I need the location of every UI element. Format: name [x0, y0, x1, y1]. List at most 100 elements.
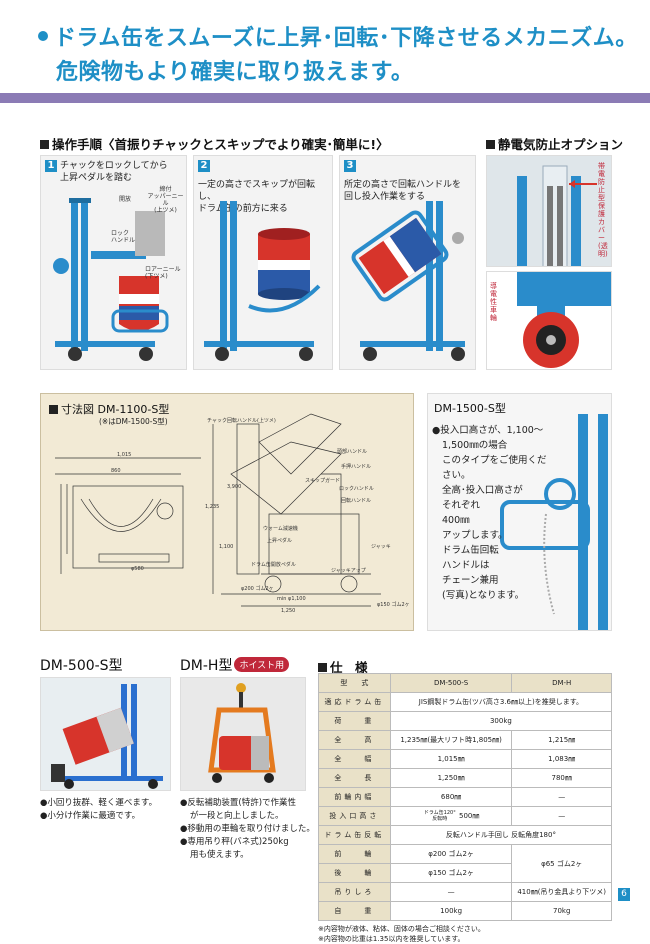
step-3-caption: 3所定の高さで回転ハンドルを回し投入作業をする — [344, 160, 462, 202]
dimension-drawing — [55, 413, 381, 607]
dmh-feature: ●移動用の車輪を取り付けました。 — [180, 824, 315, 834]
spec-header: DM-500-S — [389, 673, 513, 693]
spec-value: φ200 ゴム2ヶ — [389, 844, 513, 864]
drum-lifter-step-1-illustration — [53, 198, 169, 361]
step-number: 2 — [198, 160, 210, 172]
spec-label: 全 高 — [318, 730, 391, 750]
dim-turn: min φ1,100 — [277, 596, 306, 602]
dmh-photo — [180, 677, 306, 791]
dmh-feature: 用も使えます。 — [190, 850, 249, 860]
dmh-feature: が一段と向上しました。 — [190, 811, 284, 821]
spec-header-row: 型 式 DM-500-S DM-H — [318, 673, 612, 693]
step-number: 3 — [344, 160, 356, 172]
spec-value: 300kg — [389, 711, 613, 731]
spec-value: JIS鋼製ドラム缶(ツバ高さ3.6㎜以上)を推奨します。 — [389, 692, 613, 712]
spec-label: 投入口高さ — [318, 806, 391, 826]
dim-total: 3,900 — [227, 484, 242, 490]
dim-inner: 860 — [111, 468, 121, 474]
spec-title: 仕 様 — [318, 657, 368, 676]
table-row: 前 輪 φ200 ゴム2ヶ φ65 ゴム2ヶ — [318, 844, 612, 883]
spec-value: φ150 ゴム2ヶ — [389, 863, 513, 883]
label-chuck: チャック回転ハンドル(上ツメ) — [207, 418, 276, 424]
label-skip: スキップガード — [305, 478, 341, 484]
label-lock: ロックハンドル — [339, 486, 374, 492]
spec-value: 1,215㎜ — [511, 730, 612, 750]
step-2-caption: 2一定の高さでスキップが回転し、ドラム缶の前方に来る — [198, 160, 316, 214]
dimension-drawing-panel: 寸法図 DM-1100-S型 (※はDM-1500-S型) チャック回転ハンドル — [40, 393, 414, 631]
table-row: 全 幅 1,015㎜ 1,083㎜ — [318, 749, 612, 769]
spec-value: — — [389, 882, 513, 902]
spec-table-wrap: 型 式 DM-500-S DM-H 適応ドラム缶 JIS鋼製ドラム缶(ツバ高さ3… — [318, 673, 613, 944]
table-row: 投入口高さ ドラム缶120°反転時 500㎜ — — [318, 806, 612, 826]
label-head: 頭部ハンドル — [337, 449, 368, 455]
spec-value: 780㎜ — [511, 768, 612, 788]
spec-note: ※内容物の比重は1.35以内を推奨しています。 — [318, 935, 465, 943]
square-bullet-icon — [486, 140, 495, 149]
dmh-feature: ●専用吊り秤(バネ式)250kg — [180, 837, 289, 847]
square-bullet-icon — [40, 140, 49, 149]
spec-value: 100kg — [389, 901, 513, 921]
cover-label: 帯電防止型保護カバー(透明) — [598, 162, 608, 258]
procedure-title: 操作手順〈首振りチャックとスキップでより確実･簡単に!〉 — [40, 134, 389, 153]
dm500-photo — [40, 677, 171, 791]
dmh-features: ●反転補助装置(特許)で作業性 が一段と向上しました。 ●移動用の車輪を取り付け… — [180, 797, 315, 862]
dimension-title: 寸法図 DM-1100-S型 — [49, 401, 169, 417]
table-row: 荷 重 300kg — [318, 711, 613, 731]
headline-line-1: ドラム缶をスムーズに上昇･回転･下降させるメカニズム。 — [38, 22, 638, 56]
dm1500-description: ●投入口高さが、1,100〜 1,500㎜の場合 このタイプをご使用ください。 … — [432, 425, 547, 601]
spec-header: DM-H — [511, 673, 612, 693]
spec-table: 型 式 DM-500-S DM-H 適応ドラム缶 JIS鋼製ドラム缶(ツバ高さ3… — [318, 673, 613, 921]
table-row: 前輪内幅 680㎜ — — [318, 787, 612, 807]
spec-label: 前 輪 — [318, 844, 391, 864]
spec-header: 型 式 — [318, 673, 391, 693]
step-number: 1 — [45, 160, 57, 172]
table-row: 適応ドラム缶 JIS鋼製ドラム缶(ツバ高さ3.6㎜以上)を推奨します。 — [318, 692, 613, 712]
page-number: 6 — [618, 888, 630, 901]
drum-lifter-step-3-illustration — [351, 201, 465, 361]
label-front-wheel: φ200 ゴム2ヶ — [241, 586, 274, 592]
label-rotate: 回転ハンドル — [341, 498, 372, 504]
bullet-icon — [38, 31, 48, 41]
label-worm: ウォーム減速機 — [263, 526, 298, 532]
step-3-panel: 3所定の高さで回転ハンドルを回し投入作業をする — [339, 155, 476, 370]
open-label: 開放 — [119, 196, 132, 203]
spec-label: ドラム缶反転 — [318, 825, 391, 845]
static-option-title: 静電気防止オプション — [486, 134, 623, 153]
header-band — [0, 93, 650, 103]
spec-label: 自 重 — [318, 901, 391, 921]
label-hand: 手押ハンドル — [341, 464, 372, 470]
dm1500-title: DM-1500-S型 — [434, 402, 506, 415]
label-drum-open: ドラム缶開放ペダル — [251, 562, 296, 568]
upper-claw-label: 締付アッパーニール(上ツメ) — [147, 186, 184, 214]
spec-value: φ65 ゴム2ヶ — [511, 844, 612, 883]
table-row: ドラム缶反転 反転ハンドル手回し 反転角度180° — [318, 825, 613, 845]
table-row: 全 高 1,235㎜(最大リフト時1,805㎜) 1,215㎜ — [318, 730, 612, 750]
spec-value: 1,083㎜ — [511, 749, 612, 769]
dm500-features: ●小回り抜群、軽く運べます。 ●小分け作業に最適です。 — [40, 797, 157, 823]
static-cover-photo: 帯電防止型保護カバー(透明) — [486, 155, 612, 267]
headline-line-2: 危険物もより確実に取り扱えます。 — [56, 60, 414, 85]
dm500-feature: ●小分け作業に最適です。 — [40, 811, 141, 821]
label-jack: ジャッキ — [371, 544, 391, 550]
spec-value: 反転ハンドル手回し 反転角度180° — [389, 825, 613, 845]
table-row: 後 輪 φ150 ゴム2ヶ — [318, 863, 612, 883]
dm500-title: DM-500-S型 — [40, 658, 123, 674]
dim-length: 1,250 — [281, 608, 296, 614]
dim-width: 1,015 — [117, 452, 132, 458]
drum-lifter-step-2-illustration — [204, 201, 321, 361]
table-row: 吊りしろ — 410㎜(吊り金具より下ツメ) — [318, 882, 612, 902]
spec-value: 70kg — [511, 901, 612, 921]
table-row: 自 重 100kg 70kg — [318, 901, 612, 921]
dm1500-panel: DM-1500-S型 ●投入口高さが、1,100〜 1,500㎜の場合 このタイ… — [427, 393, 612, 631]
label-caster: ジャッキアップ — [331, 568, 366, 574]
spec-value: 1,015㎜ — [389, 749, 513, 769]
label-pedal: 上昇ペダル — [267, 538, 293, 544]
square-bullet-icon — [318, 663, 327, 672]
headline: ドラム缶をスムーズに上昇･回転･下降させるメカニズム。 危険物もより確実に取り扱… — [38, 22, 638, 90]
conductive-wheel-photo: 導電性車輪 — [486, 271, 612, 370]
spec-value: 1,235㎜(最大リフト時1,805㎜) — [389, 730, 513, 750]
spec-label: 吊りしろ — [318, 882, 391, 902]
dimension-subtitle: (※はDM-1500-S型) — [99, 417, 168, 426]
